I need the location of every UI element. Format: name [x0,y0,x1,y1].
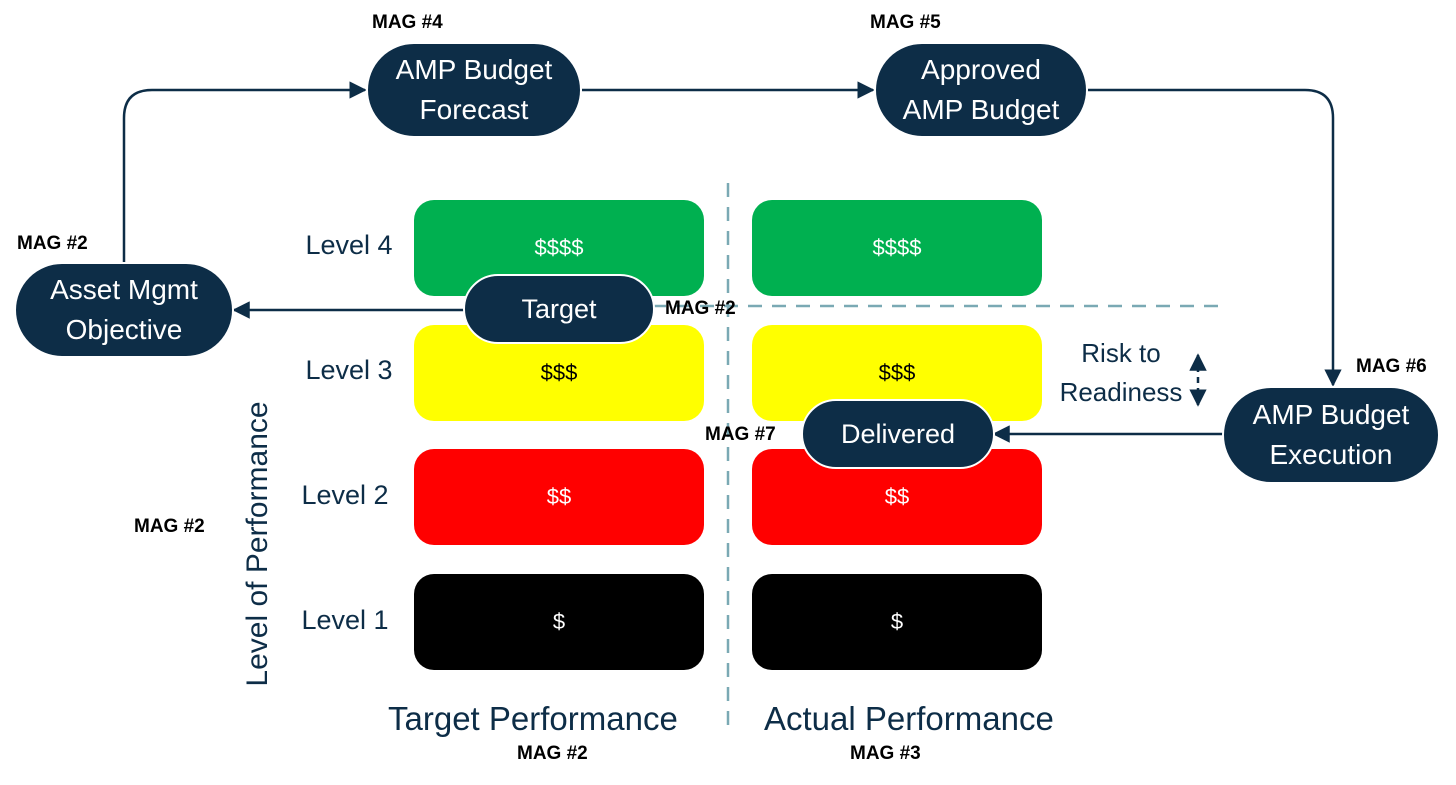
node-target-text: Target [521,294,597,324]
actual-level-2-cost: $$ [884,484,910,509]
mag-label-actual-column: MAG #3 [850,743,921,764]
mag-label-objective: MAG #2 [17,233,88,254]
arrow-approved-to-execution [1088,88,1342,387]
arrow-objective-to-forecast [122,81,367,262]
target-level-2-cost: $$ [546,484,572,509]
node-delivered-text: Delivered [840,419,956,449]
column-title-target: Target Performance [388,700,678,737]
node-target: Target [463,274,655,344]
mag-label-target-line: MAG #2 [665,298,736,319]
node-budget-execution-text: AMP Budget Execution [1252,399,1410,470]
target-level-4-cost: $$$$ [534,235,584,260]
actual-level-4-cost: $$$$ [872,235,922,260]
mag-label-approved: MAG #5 [870,12,941,33]
target-level-3-cost: $$$ [540,360,578,385]
level-3-label: Level 3 [305,355,393,385]
node-approved-budget: Approved AMP Budget [874,42,1088,138]
mag-label-delivered: MAG #7 [705,424,776,445]
actual-level-4-box: $$$$ [752,200,1042,296]
level-1-label: Level 1 [301,605,389,635]
target-level-1-box: $ [414,574,704,670]
actual-level-1-box: $ [752,574,1042,670]
mag-label-target-column: MAG #2 [517,743,588,764]
node-asset-objective: Asset Mgmt Objective [14,262,234,358]
actual-level-3-cost: $$$ [878,360,916,385]
mag-label-forecast: MAG #4 [372,12,443,33]
node-budget-forecast-text: AMP Budget Forecast [395,54,553,125]
column-title-actual: Actual Performance [764,700,1054,737]
axis-title-performance: Level of Performance [241,401,274,687]
node-approved-budget-text: Approved AMP Budget [902,54,1060,125]
node-asset-objective-text: Asset Mgmt Objective [50,274,198,345]
mag-label-axis: MAG #2 [134,516,205,537]
mag-label-execution: MAG #6 [1356,356,1427,377]
target-level-4-box: $$$$ [414,200,704,296]
target-level-1-cost: $ [552,609,566,634]
level-2-label: Level 2 [301,480,389,510]
node-budget-execution: AMP Budget Execution [1222,386,1440,484]
level-4-label: Level 4 [305,230,393,260]
node-budget-forecast: AMP Budget Forecast [366,42,582,138]
risk-to-readiness-label: Risk to Readiness [1059,338,1183,407]
actual-level-1-cost: $ [890,609,904,634]
target-level-2-box: $$ [414,449,704,545]
node-delivered: Delivered [801,399,995,469]
